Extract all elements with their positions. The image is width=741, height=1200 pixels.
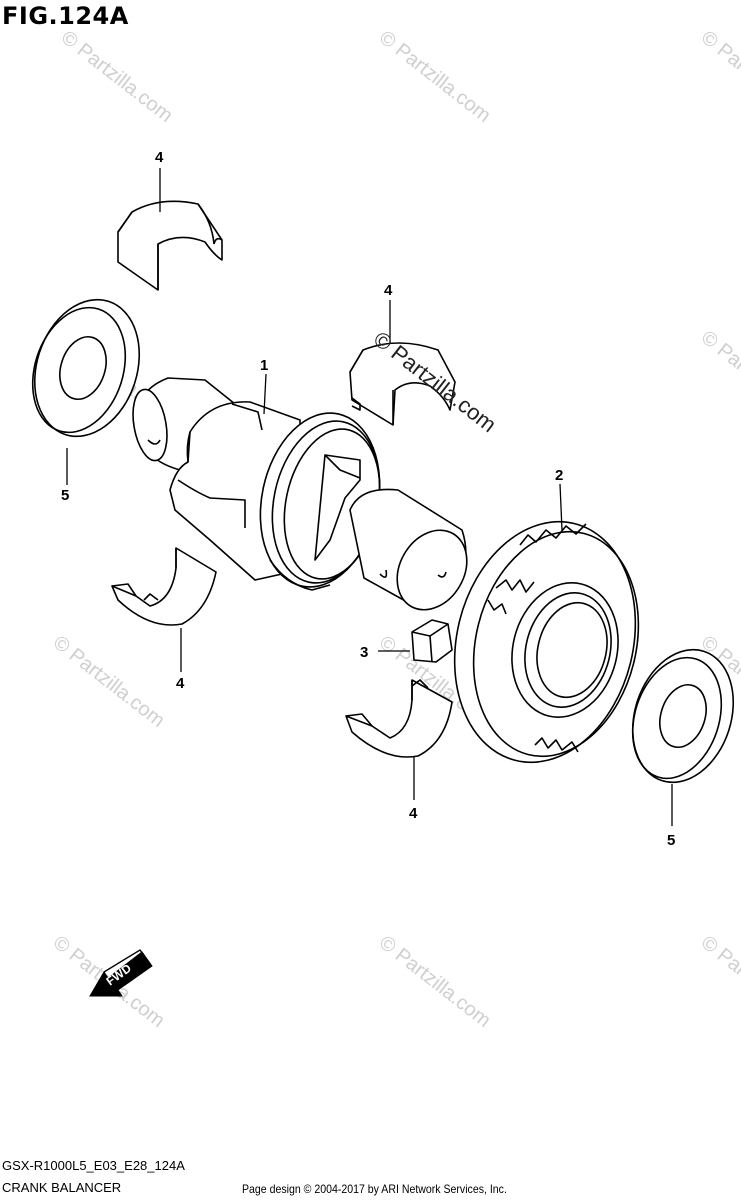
thrust-washer-left	[31, 298, 141, 438]
woodruff-key	[411, 619, 453, 663]
callout-labels: 4 4 1 2 3 4 4 5 5	[61, 149, 675, 849]
bearing-shell-top-left	[117, 200, 223, 291]
callout-4-center-top: 4	[384, 282, 393, 299]
callout-4-lower-left: 4	[176, 675, 185, 692]
callout-1: 1	[260, 357, 268, 374]
watermark-text: © Partzilla.com	[697, 27, 741, 127]
bearing-shell-center-top	[349, 342, 456, 426]
fwd-arrow: FWD	[89, 949, 153, 997]
balancer-driven-gear	[453, 520, 640, 764]
bearing-shell-lower-left	[111, 547, 217, 626]
watermark-text: © Partzilla.com	[697, 327, 741, 427]
crank-balancer-shaft	[132, 377, 468, 611]
watermark: © Partzilla.com	[375, 932, 495, 1032]
callout-4-lower-center: 4	[409, 805, 418, 822]
callout-3: 3	[360, 644, 368, 661]
watermark-text: © Partzilla.com	[49, 632, 169, 732]
section-name: CRANK BALANCER	[2, 1180, 122, 1195]
callout-4-top-left: 4	[155, 149, 164, 166]
watermark-text: © Partzilla.com	[375, 932, 495, 1032]
model-code: GSX-R1000L5_E03_E28_124A	[2, 1158, 185, 1173]
watermark-text: © Partzilla.com	[697, 932, 741, 1032]
watermark: © Partzilla.com	[697, 932, 741, 1032]
figure-title: FIG.124A	[2, 2, 129, 30]
watermark: © Partzilla.com	[49, 632, 169, 732]
watermark: © Partzilla.com	[57, 27, 177, 127]
leader-lines	[66, 168, 673, 826]
callout-2: 2	[555, 467, 563, 484]
watermark: © Partzilla.com	[697, 27, 741, 127]
watermark: © Partzilla.com	[375, 27, 495, 127]
thrust-washer-right	[631, 648, 735, 784]
watermark-text: © Partzilla.com	[57, 27, 177, 127]
callout-5-left: 5	[61, 487, 69, 504]
watermark: © Partzilla.com	[697, 327, 741, 427]
watermark-text: © Partzilla.com	[375, 27, 495, 127]
bearing-shell-lower-center	[345, 679, 453, 758]
callout-5-right: 5	[667, 832, 675, 849]
copyright-notice: Page design © 2004-2017 by ARI Network S…	[242, 1182, 507, 1196]
